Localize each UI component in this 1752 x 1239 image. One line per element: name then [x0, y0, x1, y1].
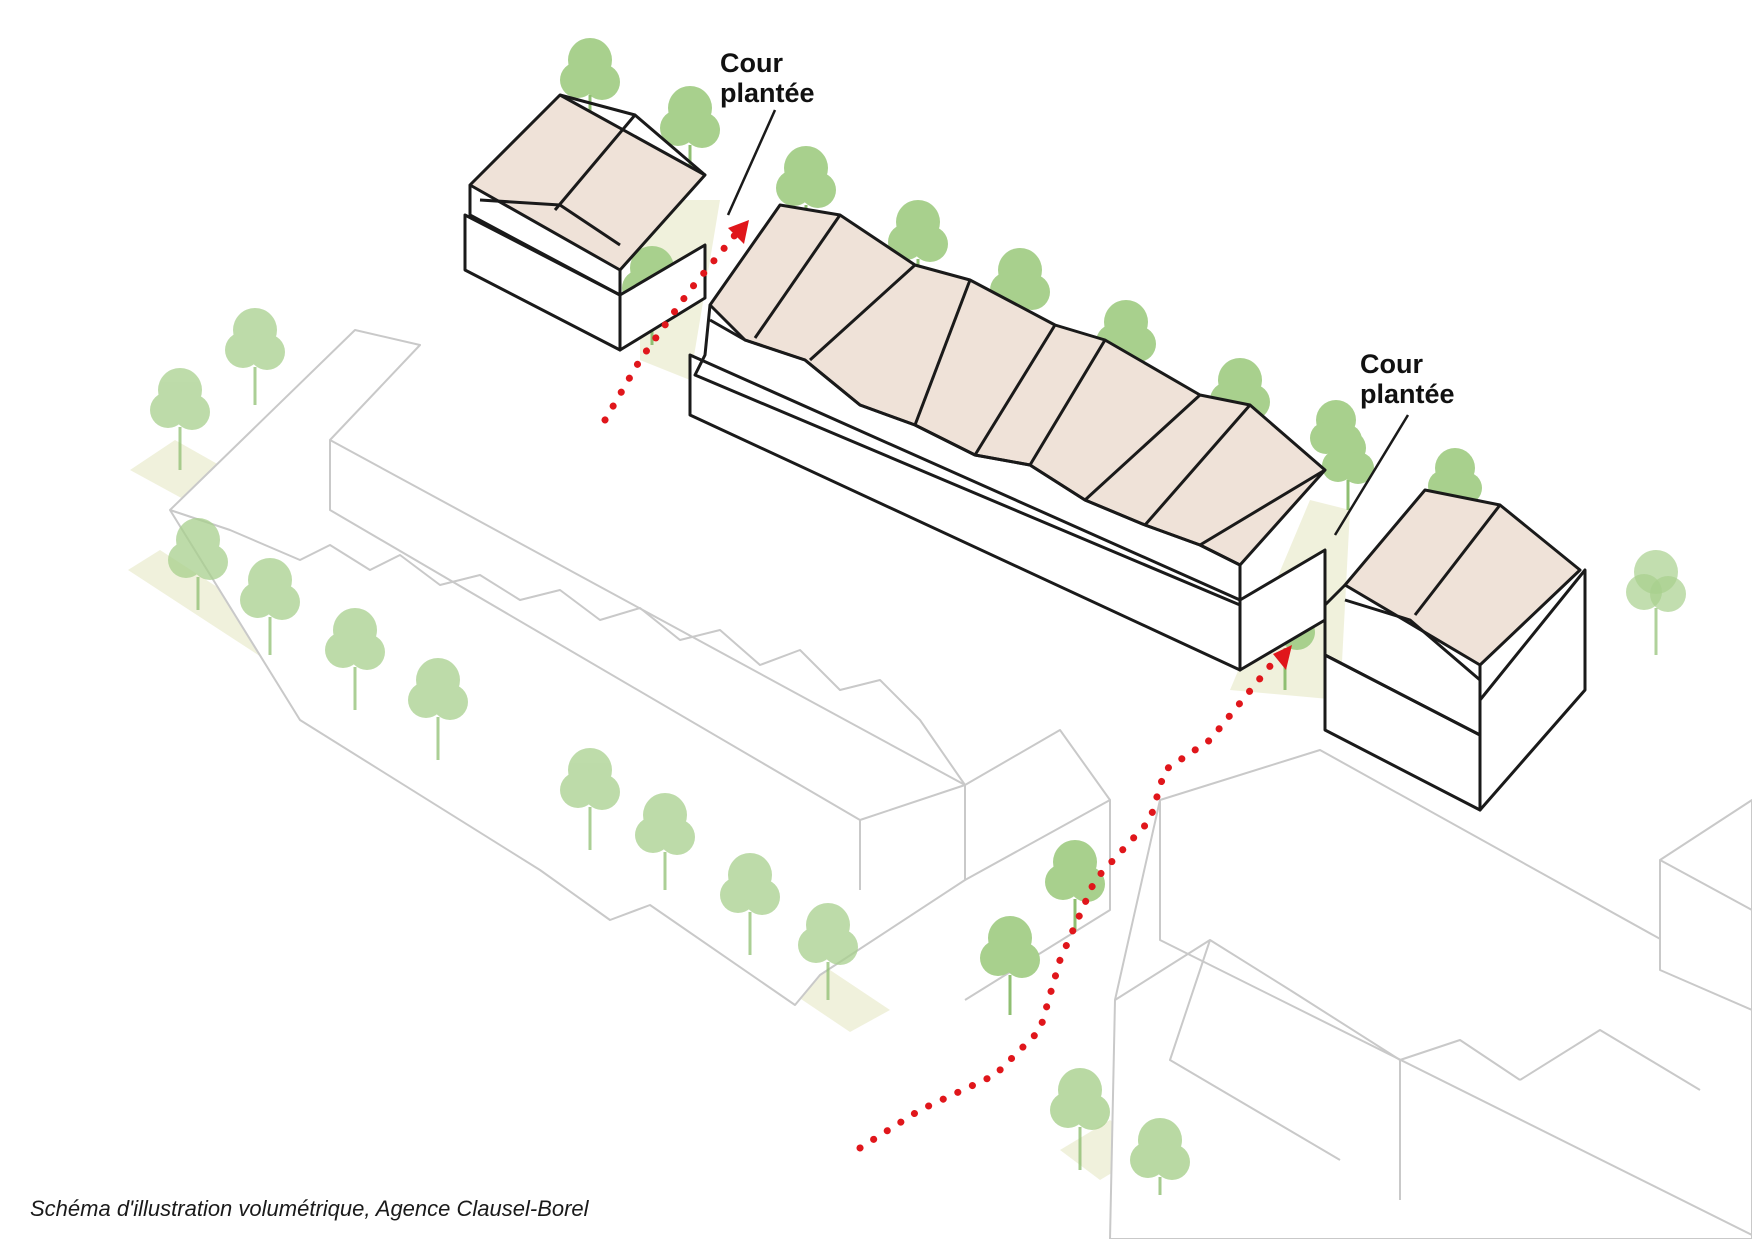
- tree: [325, 608, 385, 710]
- building-long-central: [688, 203, 1327, 672]
- tree: [980, 916, 1040, 1015]
- building-small-left-side: [618, 243, 707, 352]
- tree: [720, 853, 780, 955]
- tree: [1626, 550, 1686, 655]
- arrowhead-east: [1273, 645, 1292, 670]
- tree: [798, 903, 858, 1000]
- tree: [776, 146, 836, 230]
- tree: [225, 308, 285, 405]
- label-courtyard-right-line2: plantée: [1360, 379, 1455, 409]
- path-arrow-north: [601, 231, 739, 424]
- building-small-right-side: [1478, 568, 1587, 812]
- leader-line-left: [726, 109, 777, 216]
- tree: [240, 558, 300, 655]
- building-small-left: [463, 93, 707, 352]
- tree: [1045, 840, 1105, 930]
- building-small-right: [1323, 488, 1587, 812]
- tree: [1096, 300, 1156, 385]
- tree: [150, 368, 210, 470]
- arrowhead-north: [728, 220, 749, 244]
- label-courtyard-left-line2: plantée: [720, 78, 815, 108]
- figure-caption: Schéma d'illustration volumétrique, Agen…: [30, 1196, 589, 1221]
- tree: [1130, 1118, 1190, 1195]
- label-courtyard-left-line1: Cour: [720, 48, 783, 78]
- label-courtyard-right: Cour plantée: [1360, 349, 1455, 409]
- label-courtyard-right-line1: Cour: [1360, 349, 1423, 379]
- context-building-southeast: [1109, 749, 1752, 1239]
- label-courtyard-left: Cour plantée: [720, 48, 815, 108]
- tree: [635, 793, 695, 890]
- building-small-right-roof: [1343, 488, 1582, 667]
- tree: [168, 518, 228, 610]
- context-building-east: [1659, 799, 1752, 1011]
- tree: [408, 658, 468, 760]
- path-arrow-east: [856, 656, 1279, 1152]
- tree: [1050, 1068, 1110, 1170]
- tree: [560, 748, 620, 850]
- tree: [1322, 430, 1374, 510]
- leader-line-right: [1333, 414, 1410, 536]
